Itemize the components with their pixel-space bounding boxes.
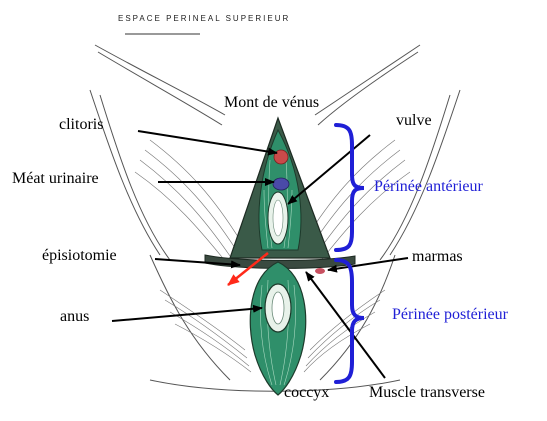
- label-meat-urinaire: Méat urinaire: [12, 170, 99, 188]
- label-muscle-transverse: Muscle transverse: [369, 384, 485, 402]
- label-perinee-posterieur: Périnée postérieur: [392, 306, 508, 324]
- label-marmas: marmas: [412, 248, 463, 266]
- urethral-meatus-shape: [273, 178, 289, 190]
- label-episiotomie: épisiotomie: [42, 247, 117, 265]
- label-coccyx: coccyx: [284, 384, 329, 402]
- arrow-muscle-transverse: [306, 272, 385, 378]
- label-clitoris: clitoris: [59, 116, 103, 134]
- arrow-anus: [112, 308, 262, 321]
- label-mont-de-venus: Mont de vénus: [224, 94, 319, 112]
- figure-title: ESPACE PERINEAL SUPERIEUR: [118, 14, 290, 23]
- arrow-clitoris: [138, 131, 277, 153]
- marmas-spot: [315, 268, 325, 274]
- label-vulve: vulve: [396, 112, 432, 130]
- label-anus: anus: [60, 308, 89, 326]
- label-perinee-anterieur: Périnée antérieur: [374, 178, 483, 196]
- arrow-vulve: [288, 135, 370, 204]
